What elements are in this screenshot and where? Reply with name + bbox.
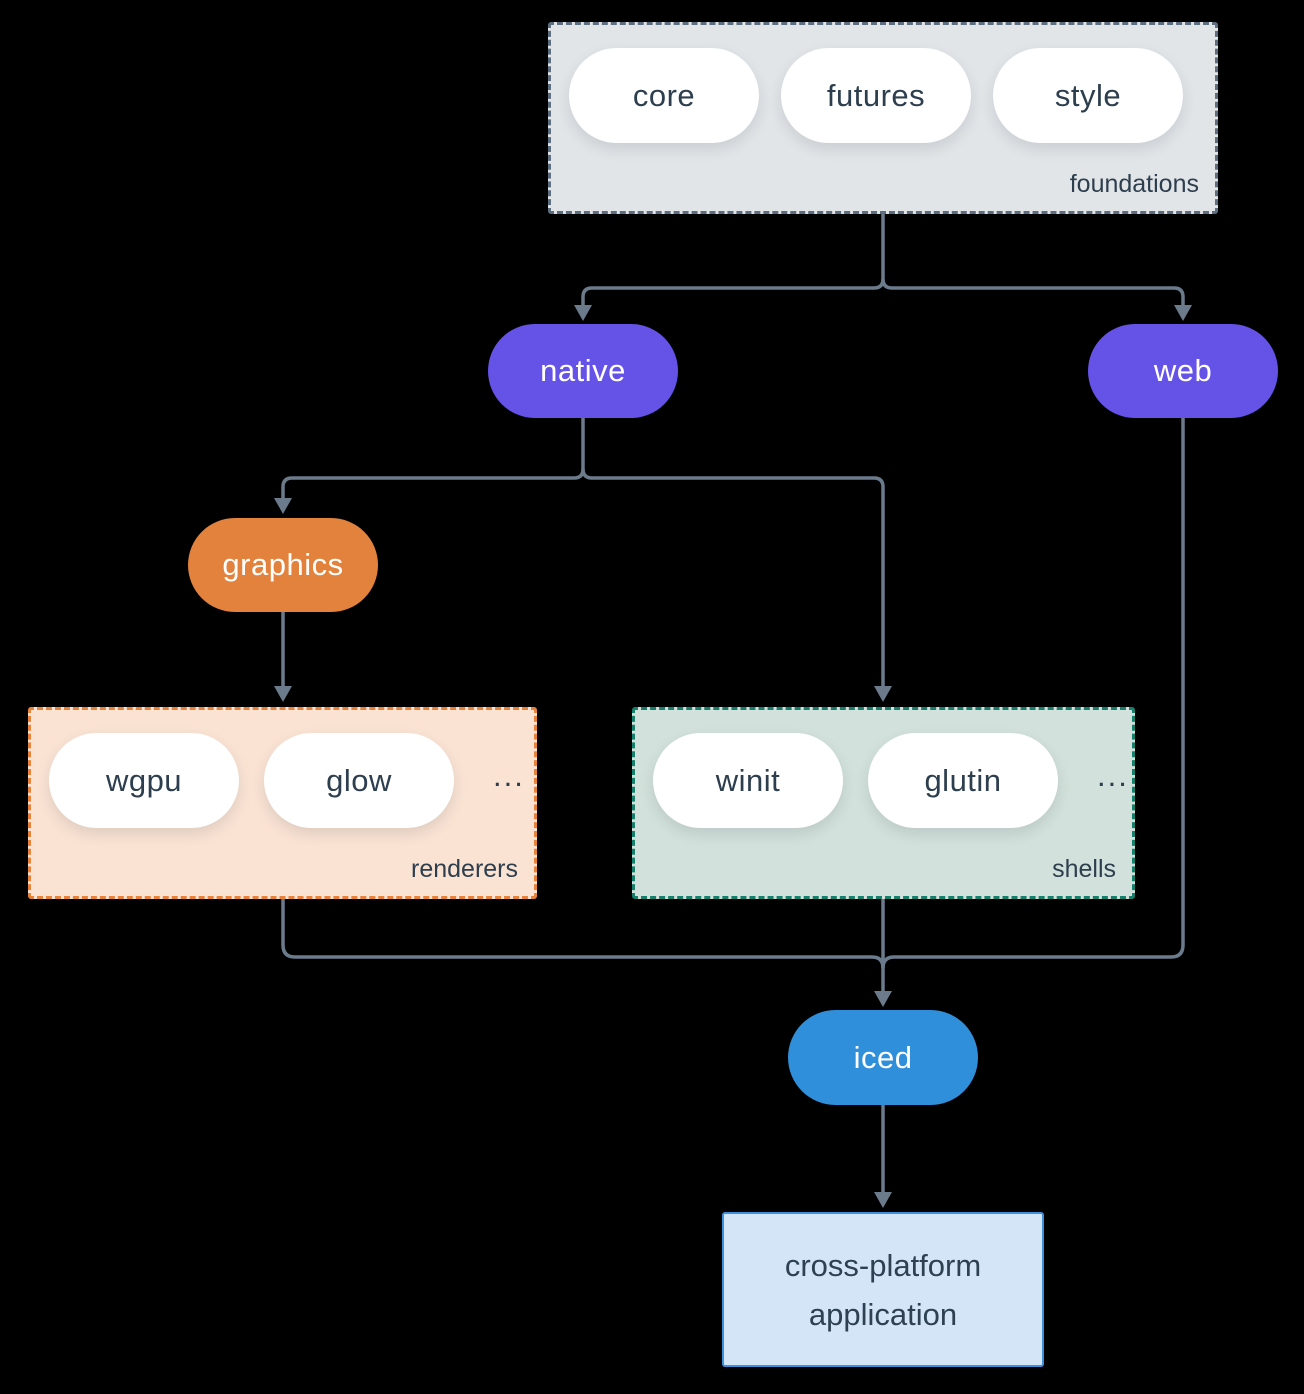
arrowhead-to-graphics bbox=[274, 498, 292, 514]
connector-foundations-to-web bbox=[881, 278, 1185, 306]
renderers-ellipsis: ... bbox=[493, 757, 525, 793]
pill-glow: glow bbox=[264, 733, 454, 828]
pill-winit-label: winit bbox=[715, 762, 781, 798]
group-foundations: core futures style foundations bbox=[548, 22, 1218, 214]
arrowhead-to-iced bbox=[874, 991, 892, 1007]
connector-foundations-to-native bbox=[581, 214, 885, 306]
pill-iced: iced bbox=[788, 1010, 978, 1105]
pill-futures: futures bbox=[781, 48, 971, 143]
pill-native: native bbox=[488, 324, 678, 418]
arrowhead-to-application bbox=[874, 1192, 892, 1208]
arrowhead-to-renderers bbox=[274, 686, 292, 702]
pill-wgpu-label: wgpu bbox=[105, 762, 183, 798]
pill-graphics-label: graphics bbox=[222, 547, 344, 582]
arrowhead-to-native bbox=[574, 305, 592, 321]
pill-winit: winit bbox=[653, 733, 843, 828]
pill-glutin-label: glutin bbox=[924, 762, 1002, 798]
arrowhead-to-web bbox=[1174, 305, 1192, 321]
pill-core-label: core bbox=[632, 77, 696, 113]
application-label: cross-platform application bbox=[784, 1247, 982, 1332]
pill-graphics: graphics bbox=[188, 518, 378, 612]
pill-glutin: glutin bbox=[868, 733, 1058, 828]
pill-native-label: native bbox=[540, 353, 626, 388]
pill-iced-label: iced bbox=[853, 1039, 913, 1075]
pill-glow-label: glow bbox=[326, 762, 392, 798]
pill-wgpu: wgpu bbox=[49, 733, 239, 828]
arrowhead-to-shells bbox=[874, 686, 892, 702]
pill-style-label: style bbox=[1054, 77, 1122, 113]
foundations-label: foundations bbox=[1069, 170, 1199, 198]
foundations-pill-row: core futures style bbox=[551, 25, 1215, 143]
pill-web-label: web bbox=[1153, 353, 1213, 388]
shells-label: shells bbox=[1052, 855, 1116, 883]
pill-core: core bbox=[569, 48, 759, 143]
pill-style: style bbox=[993, 48, 1183, 143]
pill-web: web bbox=[1088, 324, 1278, 418]
connector-renderers-to-iced bbox=[281, 899, 885, 969]
renderers-label: renderers bbox=[411, 855, 518, 883]
application-box: cross-platform application bbox=[722, 1212, 1044, 1367]
group-renderers: wgpu glow ... renderers bbox=[28, 707, 537, 899]
connector-native-to-graphics bbox=[281, 418, 585, 499]
shells-ellipsis: ... bbox=[1097, 757, 1129, 793]
shells-pill-row: winit glutin ... bbox=[635, 710, 1132, 828]
renderers-pill-row: wgpu glow ... bbox=[31, 710, 534, 828]
pill-futures-label: futures bbox=[826, 77, 926, 113]
connector-native-to-shells bbox=[581, 468, 885, 687]
group-shells: winit glutin ... shells bbox=[632, 707, 1135, 899]
